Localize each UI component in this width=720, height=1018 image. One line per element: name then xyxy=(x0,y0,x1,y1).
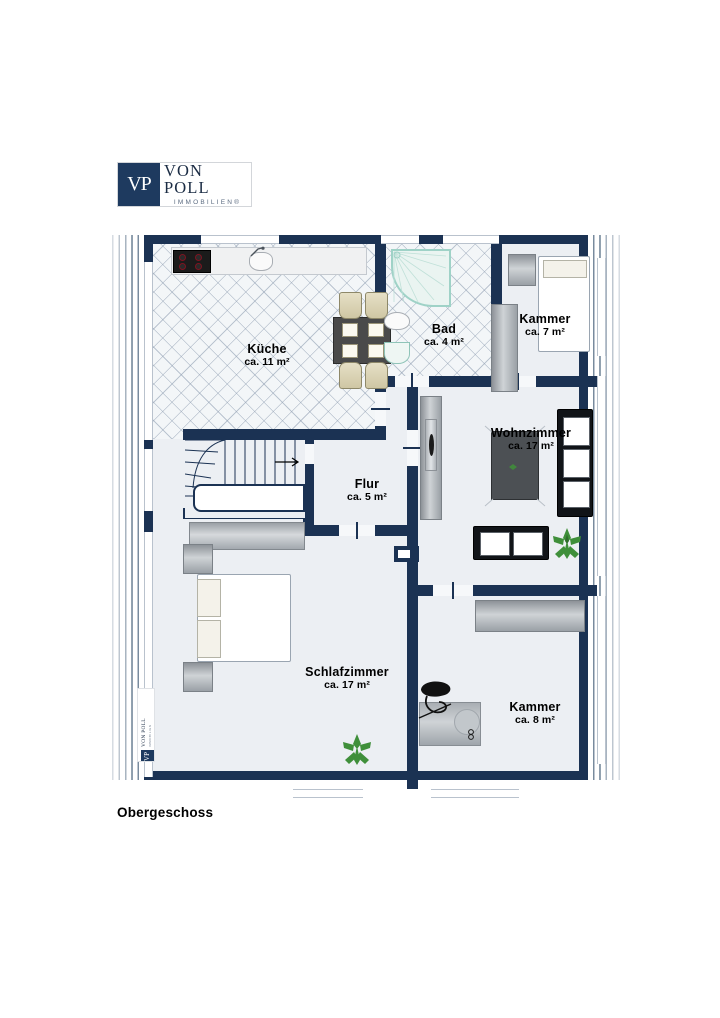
chair-seat xyxy=(342,344,358,358)
room-area: ca. 8 m² xyxy=(515,714,555,727)
room-name: Kammer xyxy=(519,312,571,326)
watermark-monogram-icon: VP xyxy=(140,750,154,761)
window-left-schlafzimmer xyxy=(144,532,153,777)
floorplan-drawing: Küche ca. 11 m² Bad ca. 4 m² Kammer ca. … xyxy=(112,235,620,798)
chair-icon xyxy=(365,292,388,319)
watermark-brand-subtitle: IMMOBILIEN xyxy=(147,724,152,747)
wall-kammer-top-bottom xyxy=(491,376,597,387)
room-name: Küche xyxy=(247,342,287,356)
room-area: ca. 11 m² xyxy=(244,356,290,369)
wall-niche-inner xyxy=(398,550,410,558)
window-left-kitchen xyxy=(144,262,153,440)
building-envelope: Küche ca. 11 m² Bad ca. 4 m² Kammer ca. … xyxy=(144,235,606,798)
shower-drain-lines xyxy=(393,251,447,303)
sofa-icon xyxy=(557,409,593,517)
window-right-wohnzimmer xyxy=(597,376,606,576)
wall-kitchen-bottom xyxy=(183,429,386,440)
room-area: ca. 7 m² xyxy=(525,326,565,339)
wardrobe-icon xyxy=(508,254,536,286)
room-area: ca. 17 m² xyxy=(508,440,554,453)
nightstand-icon xyxy=(183,544,213,574)
plant-icon xyxy=(343,734,371,765)
sofa-icon xyxy=(473,526,549,560)
bed-icon xyxy=(538,256,590,352)
chair-icon xyxy=(339,362,362,389)
room-name: Wohnzimmer xyxy=(490,426,572,440)
watermark-brand-name: VON POLL xyxy=(141,718,148,747)
window-bottom-kammer xyxy=(431,789,519,798)
room-area: ca. 5 m² xyxy=(347,491,387,504)
logo-monogram-text: VP xyxy=(127,173,152,195)
door-tick-schlafzimmer xyxy=(356,522,358,539)
window-right-kammer-bottom xyxy=(597,596,606,764)
wall-staircase-right xyxy=(303,440,314,518)
plant-icon xyxy=(553,528,581,559)
ironing-board-icon xyxy=(418,681,452,719)
window-bottom-schlafzimmer xyxy=(293,789,363,798)
room-label-kammer-bottom: Kammer ca. 8 m² xyxy=(493,700,577,728)
bed-icon xyxy=(197,574,291,662)
interior-area: Küche ca. 11 m² Bad ca. 4 m² Kammer ca. … xyxy=(144,235,606,798)
chair-seat xyxy=(368,344,384,358)
faucet-icon xyxy=(250,246,265,257)
opening-staircase-flur xyxy=(303,444,314,464)
chair-seat xyxy=(342,323,358,337)
wall-schlafzimmer-east xyxy=(407,525,418,789)
door-tick-kitchen xyxy=(371,408,390,410)
room-label-flur: Flur ca. 5 m² xyxy=(329,477,405,505)
floor-caption: Obergeschoss xyxy=(117,805,214,820)
logo-monogram-icon: VP xyxy=(118,163,160,206)
wall-bath-bottom xyxy=(375,376,502,387)
door-tick-bath xyxy=(411,373,413,390)
rug-fringe xyxy=(484,425,546,507)
von-poll-logo: VP VON POLL IMMOBILIEN® xyxy=(117,162,252,207)
chair-icon xyxy=(365,362,388,389)
wardrobe-icon xyxy=(475,600,585,632)
window-right-kammer-top xyxy=(597,258,606,356)
door-tick-kammer-bottom xyxy=(452,582,454,599)
sink-icon xyxy=(249,252,273,271)
washbasin-icon xyxy=(384,342,410,364)
room-label-schlafzimmer: Schlafzimmer ca. 17 m² xyxy=(289,665,405,693)
room-area: ca. 4 m² xyxy=(424,336,464,349)
wardrobe-handle xyxy=(429,434,434,456)
logo-brand-subtitle: IMMOBILIEN® xyxy=(173,199,242,206)
room-label-wohnzimmer: Wohnzimmer ca. 17 m² xyxy=(475,426,587,454)
room-name: Kammer xyxy=(509,700,561,714)
wall-flur-left-lower xyxy=(303,508,314,536)
nightstand-icon xyxy=(183,662,213,692)
room-name: Schlafzimmer xyxy=(305,665,389,679)
toilet-icon xyxy=(384,312,410,330)
wall-wohnzimmer-kammer xyxy=(418,585,597,596)
window-top-bath xyxy=(381,235,419,244)
wardrobe-icon xyxy=(491,304,518,392)
chair-icon xyxy=(339,292,362,319)
door-tick-flur-wohnzimmer xyxy=(403,447,422,449)
room-area: ca. 17 m² xyxy=(324,679,370,692)
staircase-landing xyxy=(193,484,305,512)
room-name: Bad xyxy=(431,322,457,336)
logo-brand-name: VON POLL xyxy=(164,161,210,197)
chair-seat xyxy=(368,323,384,337)
window-top-kitchen xyxy=(201,235,279,244)
window-top-kammer xyxy=(443,235,499,244)
room-name: Flur xyxy=(354,477,380,491)
room-label-bad: Bad ca. 4 m² xyxy=(401,322,487,350)
room-label-kueche: Küche ca. 11 m² xyxy=(217,342,317,370)
stove-icon xyxy=(173,250,211,273)
window-left-staircase xyxy=(144,449,153,511)
room-label-kammer-top: Kammer ca. 7 m² xyxy=(505,312,585,340)
logo-wordmark: VON POLL IMMOBILIEN® xyxy=(160,161,251,206)
von-poll-watermark: VP VON POLL IMMOBILIEN xyxy=(137,688,155,762)
